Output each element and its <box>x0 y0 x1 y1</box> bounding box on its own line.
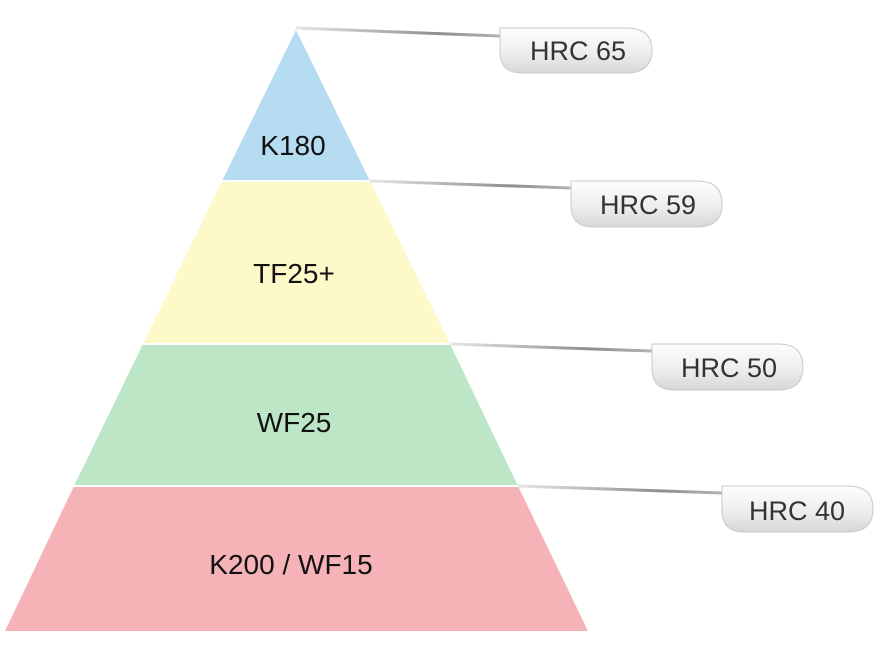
tier-label-wf25: WF25 <box>257 407 332 438</box>
badge-hrc50: HRC 50 <box>651 343 804 391</box>
badge-label-hrc50: HRC 50 <box>681 353 777 383</box>
badge-shape <box>651 343 804 391</box>
leader-line-hrc40 <box>517 484 723 495</box>
leader-line-hrc65 <box>295 26 501 38</box>
tier-wf25 <box>74 344 518 486</box>
tier-tf25plus <box>143 181 450 344</box>
badge-shape <box>721 485 874 533</box>
badge-hrc65: HRC 65 <box>499 27 653 74</box>
badge-shape <box>499 27 653 74</box>
tier-label-tf25plus: TF25+ <box>253 258 335 289</box>
tier-label-k180: K180 <box>260 130 325 161</box>
leader-line-hrc59 <box>369 179 572 190</box>
badge-label-hrc59: HRC 59 <box>600 190 696 220</box>
badge-label-hrc65: HRC 65 <box>530 36 626 66</box>
badge-hrc59: HRC 59 <box>570 180 723 228</box>
tier-label-k200-wf15: K200 / WF15 <box>209 549 372 580</box>
tier-k200-wf15 <box>5 486 588 631</box>
badge-shape <box>570 180 723 228</box>
badge-hrc40: HRC 40 <box>721 485 874 533</box>
leader-line-hrc50 <box>449 342 653 353</box>
tier-k180 <box>222 30 370 181</box>
badge-label-hrc40: HRC 40 <box>749 496 845 526</box>
